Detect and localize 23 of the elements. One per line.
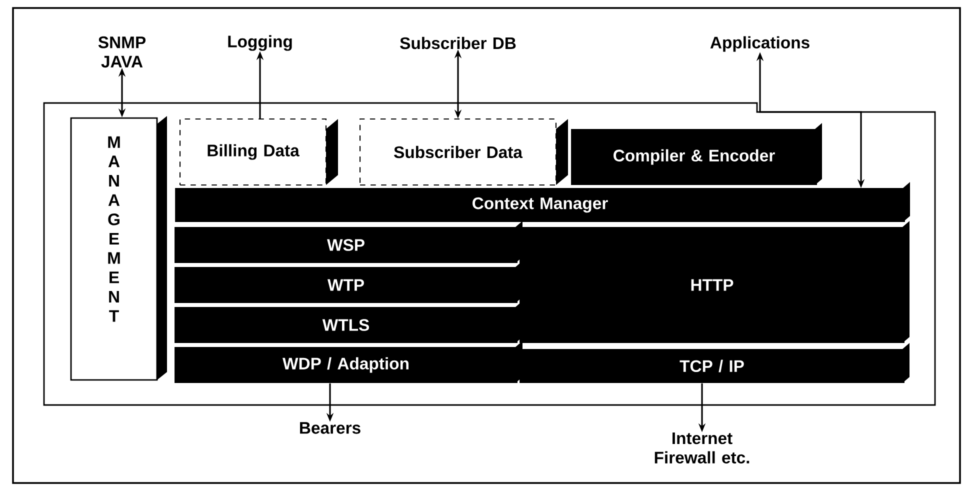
port-label: Subscriber DB <box>400 36 516 50</box>
node-label: WTLS <box>322 319 370 331</box>
layer-block: WTP <box>174 261 522 303</box>
node-label: WSP <box>327 239 364 251</box>
data-box: Billing Data <box>180 118 338 186</box>
node-label: TCP / IP <box>680 360 744 372</box>
layer-block: WSP <box>174 221 522 263</box>
management-box: MANAGEMENT <box>70 116 167 381</box>
port-label: Bearers <box>300 422 360 434</box>
data-box: Subscriber Data <box>360 118 568 186</box>
layer-block: Context Manager <box>175 182 910 222</box>
port-label: Internet Firewall etc. <box>654 432 750 464</box>
layer-block: WTLS <box>174 301 522 343</box>
node-label: WDP / Adaption <box>282 357 408 373</box>
node-label: WTP <box>327 279 364 291</box>
port-label: Logging <box>228 35 292 51</box>
node-label: HTTP <box>691 279 734 291</box>
layer-block: TCP / IP <box>520 343 910 383</box>
layer-block: HTTP <box>520 221 910 343</box>
port-label: Applications <box>710 36 810 52</box>
layer-block: WDP / Adaption <box>174 341 522 383</box>
port-label: SNMP JAVA <box>98 36 146 68</box>
layer-block: Compiler & Encoder <box>571 123 822 185</box>
